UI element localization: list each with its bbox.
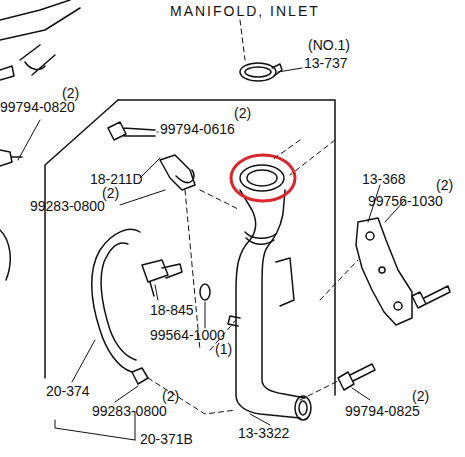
callout-number: (NO.1) — [308, 38, 350, 53]
bolt-hole — [366, 232, 374, 240]
highlight-circle — [231, 155, 295, 201]
leader-line — [18, 120, 40, 160]
callout-number: 99794-0616 — [160, 122, 235, 137]
callout-number: 20-374 — [46, 384, 90, 399]
part-title: MANIFOLD, INLET — [170, 4, 320, 19]
leader-line — [205, 302, 206, 328]
callout-number: (2) — [234, 106, 251, 121]
callout-number: (2) — [62, 86, 79, 101]
callout-number: 99794-0825 — [345, 404, 420, 419]
water-pipe — [262, 190, 305, 398]
leader-line — [72, 340, 95, 382]
outline-partial — [0, 230, 10, 280]
bracket — [356, 218, 412, 325]
callout-number: 18-211D — [90, 172, 143, 187]
hose-clip — [132, 368, 148, 384]
callout-number: 99283-0800 — [92, 404, 167, 419]
leader-line — [352, 388, 370, 400]
leader-line — [157, 132, 158, 133]
bolt-hole — [379, 267, 385, 273]
leader-line — [250, 414, 270, 425]
sensor — [160, 155, 195, 190]
pipe-bracket — [276, 258, 294, 306]
leader-line — [155, 285, 158, 300]
hose-clamp — [240, 63, 276, 81]
temp-sensor — [142, 260, 182, 296]
pipe-partial — [0, 0, 80, 40]
leader-line — [140, 158, 160, 178]
pipe-end — [299, 401, 307, 415]
callout-number: (2) — [436, 178, 453, 193]
bolt — [412, 286, 450, 308]
callout-number: 18-845 — [150, 303, 194, 318]
callout-number: (2) — [162, 389, 179, 404]
callout-number: (1) — [215, 342, 232, 357]
pipe-end — [295, 396, 311, 420]
assembly-line — [200, 140, 335, 210]
clamp-screw — [272, 64, 282, 76]
leader-line — [115, 386, 138, 402]
pipe-nipple — [228, 316, 240, 326]
hose — [92, 229, 140, 372]
callout-number: 13-368 — [362, 172, 406, 187]
pipe-end — [20, 45, 55, 75]
water-pipe — [236, 190, 300, 418]
callout-number: 99756-1030 — [368, 194, 443, 209]
callout-number: 13-737 — [304, 56, 348, 71]
pipe-flange — [247, 170, 277, 186]
callout-number: 13-3322 — [238, 426, 289, 441]
callout-number: 99794-0820 — [0, 100, 75, 115]
bolt — [108, 122, 155, 140]
bolt — [338, 364, 375, 390]
pipe-flange — [240, 165, 284, 191]
washer — [200, 284, 210, 300]
leader-line — [240, 20, 245, 60]
bolt-hole — [394, 302, 402, 310]
callout-number: (2) — [412, 389, 429, 404]
group-outline — [45, 100, 118, 378]
leader-line — [120, 190, 165, 205]
callout-number: 99283-0800 — [30, 199, 105, 214]
hose — [101, 243, 136, 360]
callout-number: 99564-1000 — [150, 328, 225, 343]
group-outline — [118, 100, 335, 395]
pipe-bead — [245, 232, 276, 244]
leader-line — [278, 68, 302, 72]
callout-number: 20-371B — [140, 432, 193, 447]
hose-clamp — [245, 67, 271, 77]
pipe-fragment — [0, 66, 14, 80]
assembly-line — [148, 190, 358, 414]
